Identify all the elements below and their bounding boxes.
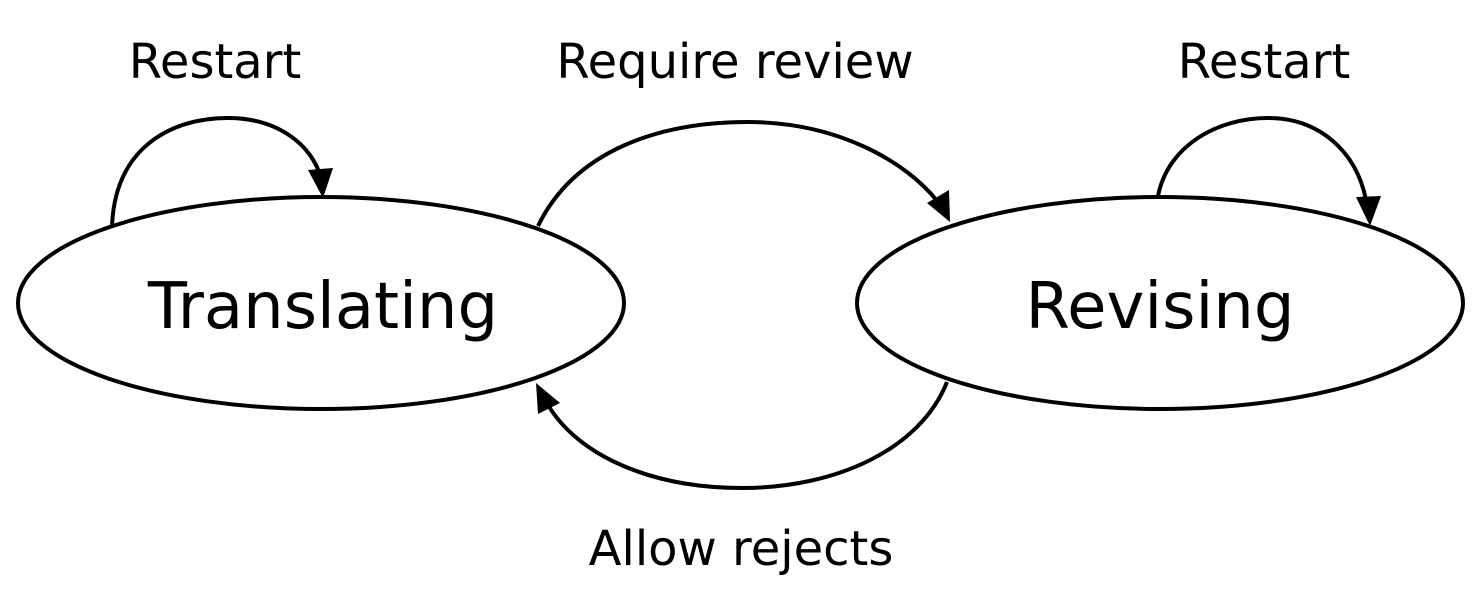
restart-translating-arrowhead	[308, 168, 333, 198]
transition-require-review: Require review	[536, 34, 950, 227]
allow-rejects-arrowhead	[536, 383, 560, 414]
transition-allow-rejects: Allow rejects	[536, 381, 949, 577]
state-translating-shape	[16, 195, 626, 411]
allow-rejects-arc	[546, 381, 949, 491]
transition-restart-revising: Restart	[1156, 34, 1381, 226]
require-review-arc	[536, 119, 940, 227]
allow-rejects-label: Allow rejects	[589, 521, 894, 577]
state-translating: Translating	[16, 195, 626, 411]
restart-revising-arc	[1156, 115, 1368, 201]
require-review-arrowhead	[927, 190, 950, 222]
state-revising-label: Revising	[1026, 270, 1295, 344]
transition-restart-translating: Restart	[110, 34, 333, 227]
restart-revising-label: Restart	[1178, 34, 1351, 90]
restart-translating-arc	[110, 115, 323, 227]
require-review-label: Require review	[556, 34, 913, 90]
state-translating-label: Translating	[147, 270, 498, 344]
state-revising-shape	[855, 195, 1465, 411]
restart-revising-arrowhead	[1356, 196, 1381, 226]
restart-translating-label: Restart	[129, 34, 302, 90]
state-revising: Revising	[855, 195, 1465, 411]
